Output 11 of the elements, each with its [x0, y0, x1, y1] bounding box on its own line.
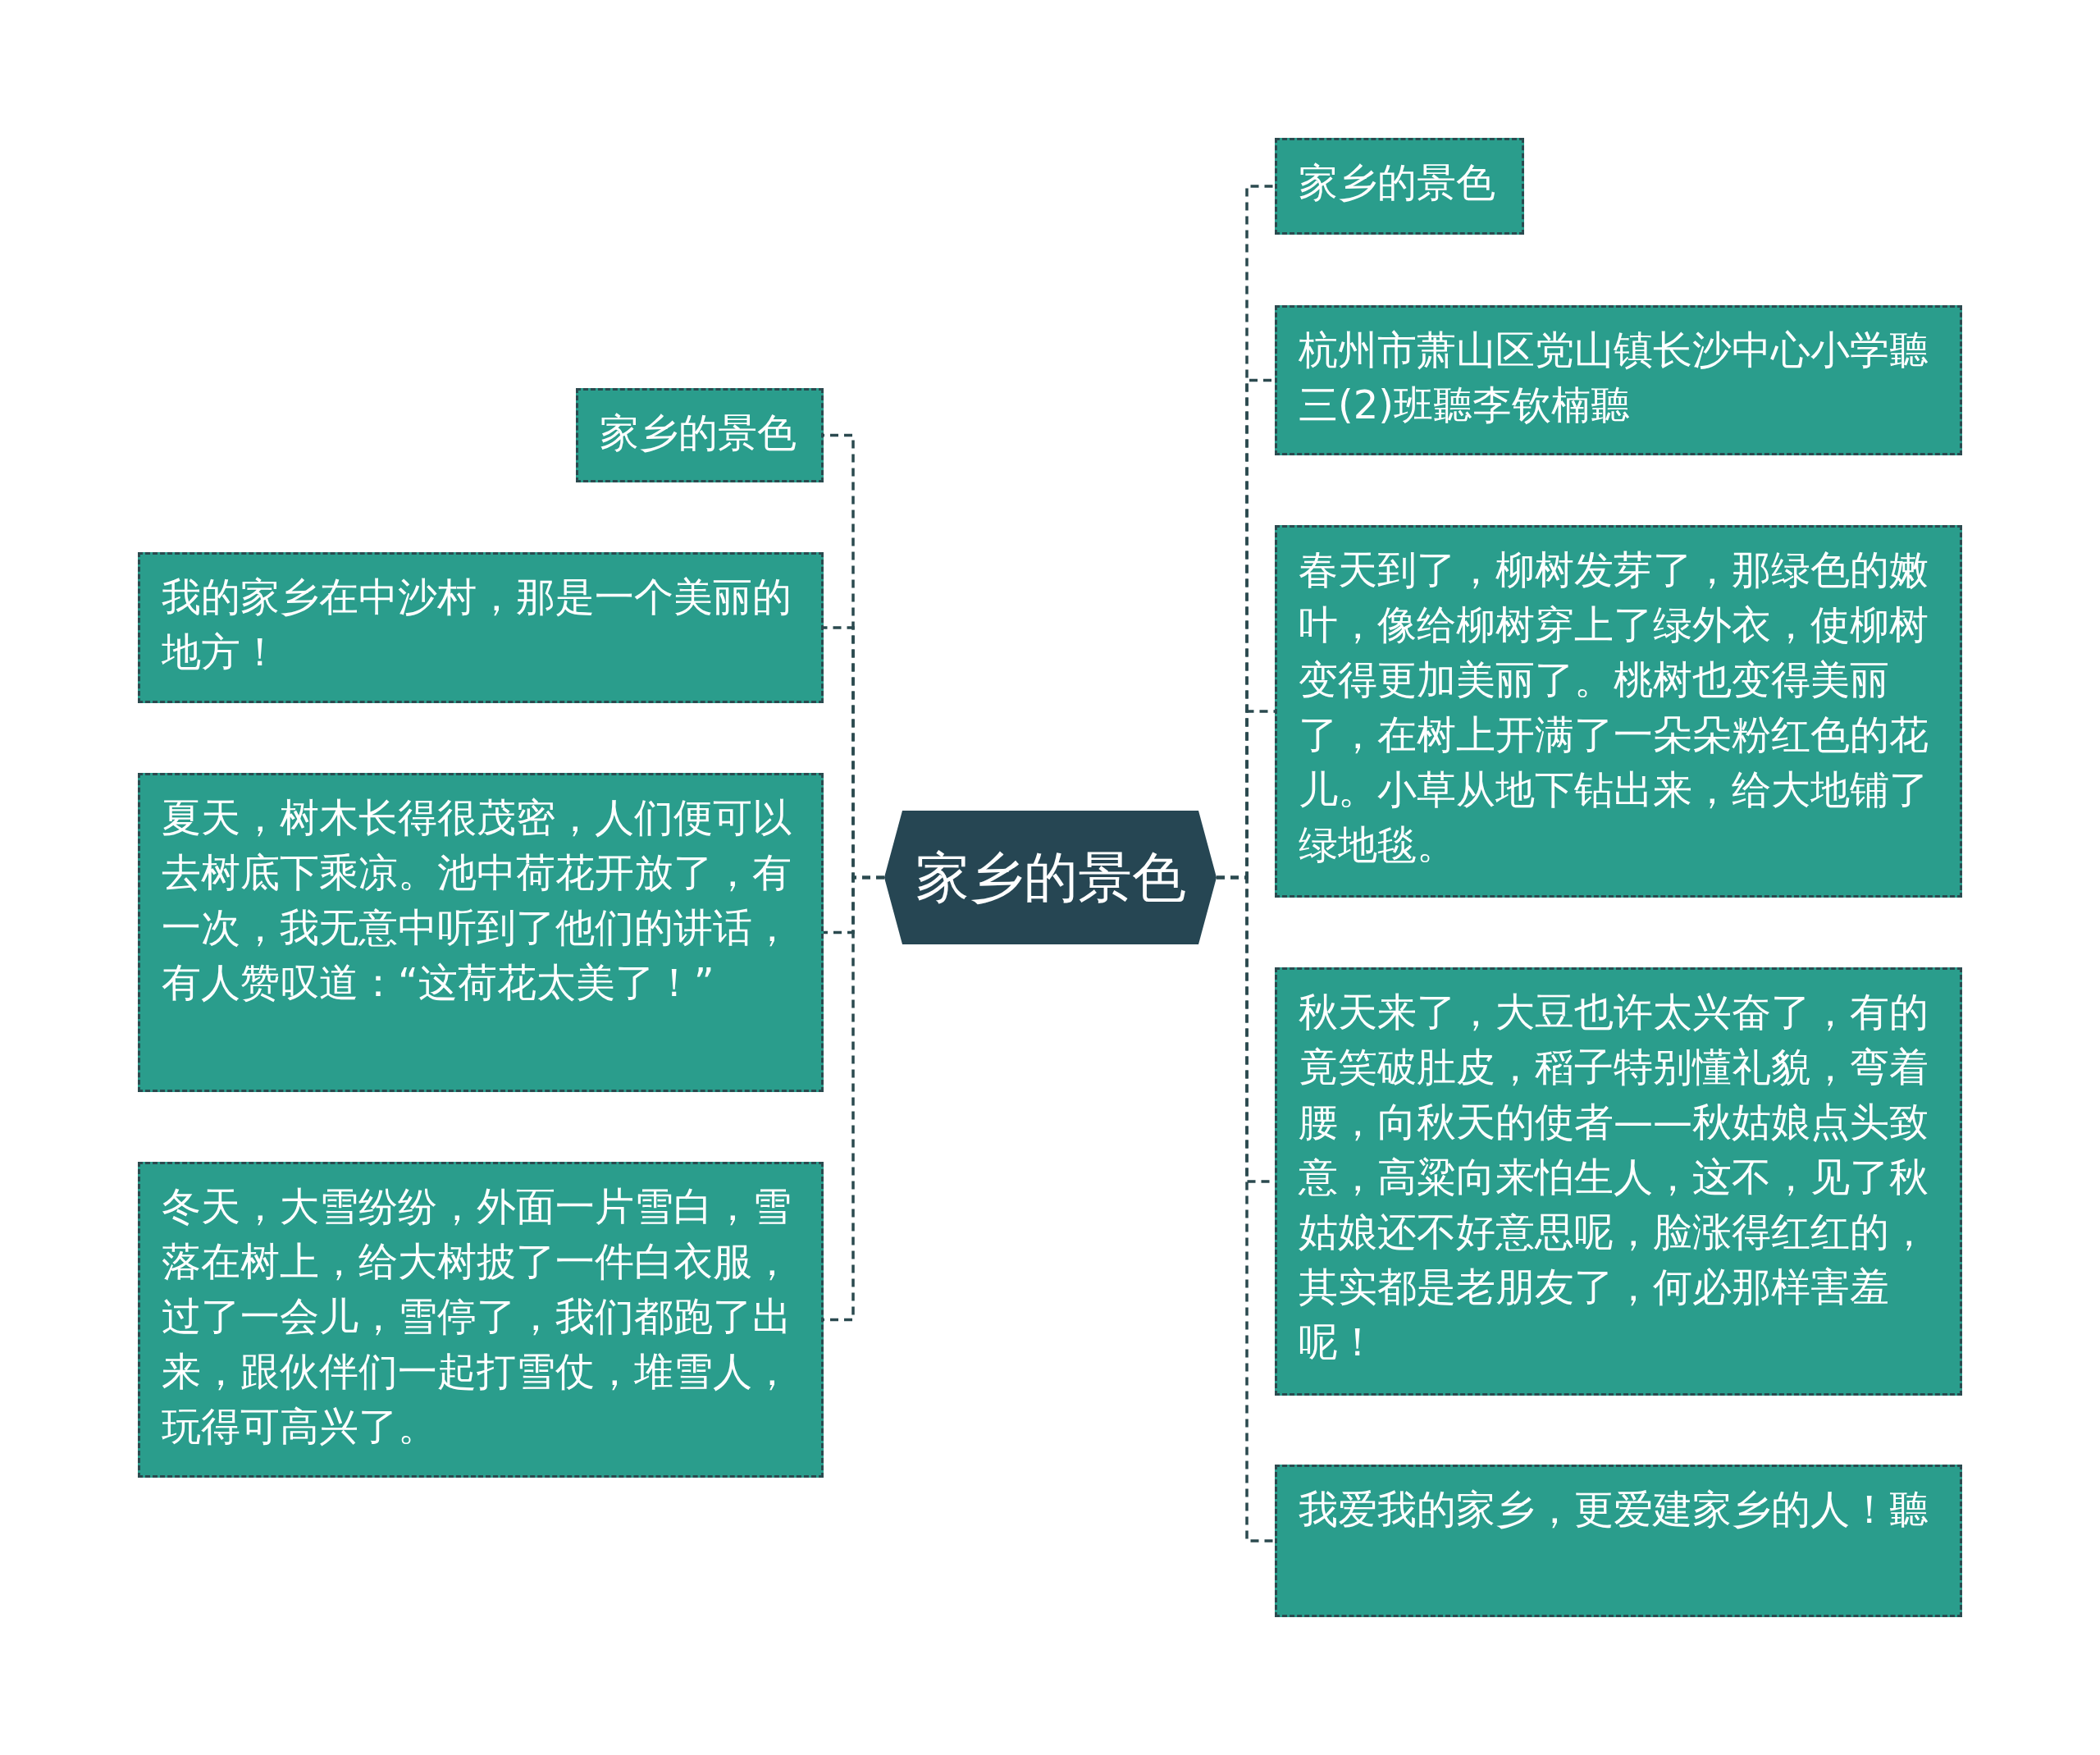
topic-box: 秋天来了，大豆也许太兴奋了，有的竟笑破肚皮，稻子特别懂礼貌，弯着腰，向秋天的使者——秋姑娘点头致意，高粱向来怕生人，这不，见了秋姑娘还不好意思呢，脸涨得红红的，其实都是老朋友了，何必那样害羞呢！ — [1275, 967, 1962, 1396]
topic-box: 春天到了，柳树发芽了，那绿色的嫩叶，像给柳树穿上了绿外衣，使柳树变得更加美丽了。桃树也变得美丽了，在树上开满了一朵朵粉红色的花儿。小草从地下钻出来，给大地铺了绿地毯。 — [1275, 525, 1962, 898]
connector — [1217, 875, 1275, 1542]
topic-box: 家乡的景色 — [576, 388, 824, 482]
topic-box: 夏天，树木长得很茂密，人们便可以去树底下乘凉。池中荷花开放了，有一次，我无意中听到了他们的讲话，有人赞叹道：“这荷花太美了！” — [138, 773, 824, 1092]
topic-box: 我的家乡在中沙村，那是一个美丽的地方！ — [138, 552, 824, 703]
central-topic-hexagon: 家乡的景色 — [884, 811, 1217, 944]
topic-box: 冬天，大雪纷纷，外面一片雪白，雪落在树上，给大树披了一件白衣服，过了一会儿，雪停了，我们都跑了出来，跟伙伴们一起打雪仗，堆雪人，玩得可高兴了。 — [138, 1162, 824, 1478]
topic-box: 杭州市萧山区党山镇长沙中心小学聽三(2)班聽李钦楠聽 — [1275, 305, 1962, 455]
topic-box: 我爱我的家乡，更爱建家乡的人！聽 — [1275, 1465, 1962, 1617]
topic-box: 家乡的景色 — [1275, 138, 1524, 235]
